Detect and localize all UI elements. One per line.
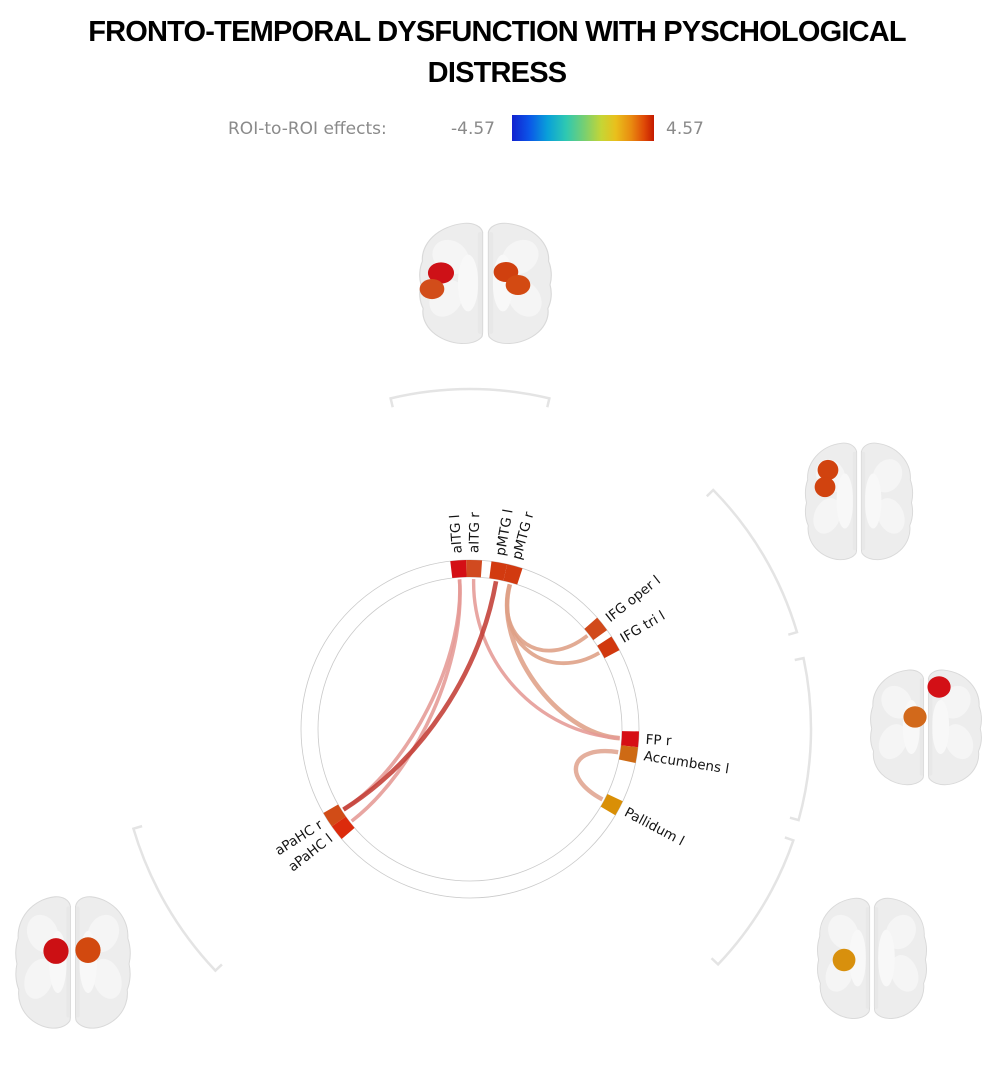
roi-node-pMTG_r bbox=[503, 564, 523, 585]
midline-fissure-shade bbox=[865, 907, 870, 1009]
gyri-texture bbox=[92, 958, 122, 999]
group-bracket bbox=[389, 387, 551, 408]
roi-label-Pallidum_l: Pallidum l bbox=[622, 805, 687, 850]
connection-edge-pMTG_l-aPaHC_r bbox=[342, 580, 499, 812]
connection-edge-Accumbens_l-Pallidum_l bbox=[573, 748, 619, 802]
gyri-texture bbox=[885, 914, 916, 950]
group-bracket bbox=[705, 488, 799, 636]
figure-title: FRONTO-TEMPORAL DYSFUNCTION WITH PYSCHOL… bbox=[47, 12, 947, 94]
ring-circle bbox=[317, 576, 623, 882]
axial-brain-bottom-left bbox=[15, 896, 131, 1029]
roi-node-FP_r bbox=[621, 731, 639, 748]
midline-fissure-shade bbox=[928, 678, 933, 776]
gyri-texture bbox=[944, 724, 974, 760]
roi-seed-dot bbox=[75, 937, 101, 964]
gyri-texture bbox=[881, 685, 913, 719]
gyri-texture bbox=[872, 459, 903, 493]
roi-seed-dot bbox=[814, 476, 836, 498]
connection-edge-aITG_l-aPaHC_r bbox=[342, 579, 462, 812]
connection-edge-aITG_l-aPaHC_l bbox=[350, 579, 462, 823]
roi-node-aPaHC_l bbox=[331, 816, 355, 839]
figure-title-line2: DISTRESS bbox=[427, 57, 567, 89]
roi-seed-dot bbox=[817, 459, 839, 481]
roi-node-pMTG_l bbox=[489, 561, 508, 581]
group-bracket bbox=[131, 824, 223, 973]
midline-fissure-shade bbox=[852, 451, 857, 551]
gyri-texture bbox=[932, 699, 950, 755]
gyri-texture bbox=[864, 473, 882, 529]
midline-fissure-shade bbox=[861, 451, 866, 551]
roi-node-Accumbens_l bbox=[618, 745, 639, 763]
axial-brain-right-middle bbox=[870, 669, 982, 786]
roi-node-aITG_l bbox=[450, 560, 467, 579]
axial-brain-top bbox=[419, 222, 552, 344]
legend-label: ROI-to-ROI effects: bbox=[228, 119, 387, 139]
roi-label-aITG_l: aITG l bbox=[447, 514, 466, 554]
gyri-texture bbox=[457, 254, 479, 312]
group-bracket bbox=[789, 656, 813, 822]
roi-seed-dot bbox=[419, 278, 445, 300]
gyri-texture bbox=[890, 955, 919, 992]
roi-seed-dot bbox=[505, 274, 531, 296]
roi-seed-dot bbox=[903, 706, 927, 728]
midline-fissure-shade bbox=[919, 678, 924, 776]
gyri-texture bbox=[828, 914, 859, 950]
roi-node-Pallidum_l bbox=[600, 793, 623, 816]
gyri-texture bbox=[878, 929, 895, 987]
roi-node-aPaHC_r bbox=[323, 804, 346, 827]
midline-fissure-shade bbox=[874, 907, 879, 1009]
gyri-texture bbox=[878, 724, 908, 760]
roi-seed-dot bbox=[927, 676, 951, 698]
roi-node-IFG_tri_l bbox=[597, 636, 620, 659]
gyri-texture bbox=[849, 929, 866, 987]
gyri-texture bbox=[877, 498, 905, 534]
midline-fissure-shade bbox=[66, 906, 71, 1018]
roi-seed-dot bbox=[427, 262, 455, 284]
midline-fissure-shade bbox=[477, 232, 483, 334]
figure-title-line1: FRONTO-TEMPORAL DYSFUNCTION WITH PYSCHOL… bbox=[88, 16, 906, 48]
roi-node-IFG_oper_l bbox=[584, 617, 608, 641]
midline-fissure-shade bbox=[488, 232, 494, 334]
legend-min-value: -4.57 bbox=[451, 119, 495, 139]
connection-edge-pMTG_r-FP_r bbox=[504, 583, 620, 741]
roi-label-aITG_r: aITG r bbox=[466, 512, 483, 554]
axial-brain-right-upper bbox=[804, 442, 914, 561]
colorbar-jet bbox=[512, 115, 654, 141]
legend-max-value: 4.57 bbox=[666, 119, 704, 139]
midline-fissure-shade bbox=[75, 906, 80, 1018]
connection-edge-aITG_r-FP_r bbox=[471, 578, 620, 740]
roi-label-FP_r: FP r bbox=[645, 732, 672, 750]
group-bracket bbox=[710, 836, 795, 967]
axial-brain-bottom-right bbox=[817, 897, 927, 1019]
roi-seed-dot bbox=[832, 948, 856, 972]
gyri-texture bbox=[836, 473, 854, 529]
gyri-texture bbox=[24, 958, 54, 999]
roi-seed-dot bbox=[43, 938, 69, 964]
gyri-texture bbox=[813, 498, 841, 534]
roi-label-Accumbens_l: Accumbens l bbox=[643, 748, 731, 777]
